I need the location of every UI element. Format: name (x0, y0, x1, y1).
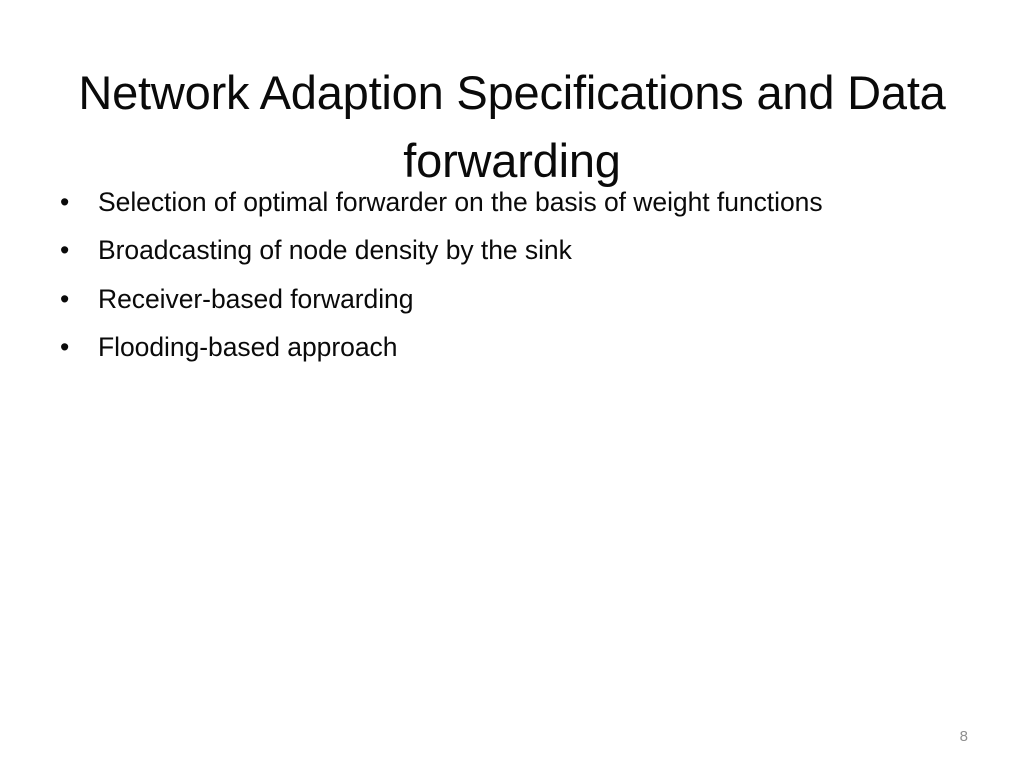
list-item-label: Selection of optimal forwarder on the ba… (98, 187, 823, 217)
page-title: Network Adaption Specifications and Data… (78, 66, 946, 188)
bullet-point-icon: • (60, 283, 70, 314)
list-item: • Flooding-based approach (56, 327, 876, 367)
bullet-point-icon: • (60, 331, 70, 362)
list-item: • Broadcasting of node density by the si… (56, 230, 876, 270)
list-item: • Selection of optimal forwarder on the … (56, 182, 876, 222)
slide-number: 8 (959, 728, 968, 745)
list-item: • Receiver-based forwarding (56, 279, 876, 319)
bullet-list: • Selection of optimal forwarder on the … (56, 182, 876, 367)
list-item-label: Broadcasting of node density by the sink (98, 235, 572, 266)
bullet-point-icon: • (60, 235, 70, 266)
bullet-point-icon: • (60, 187, 70, 217)
list-item-label: Receiver-based forwarding (98, 283, 414, 314)
list-item-label: Flooding-based approach (98, 331, 398, 362)
